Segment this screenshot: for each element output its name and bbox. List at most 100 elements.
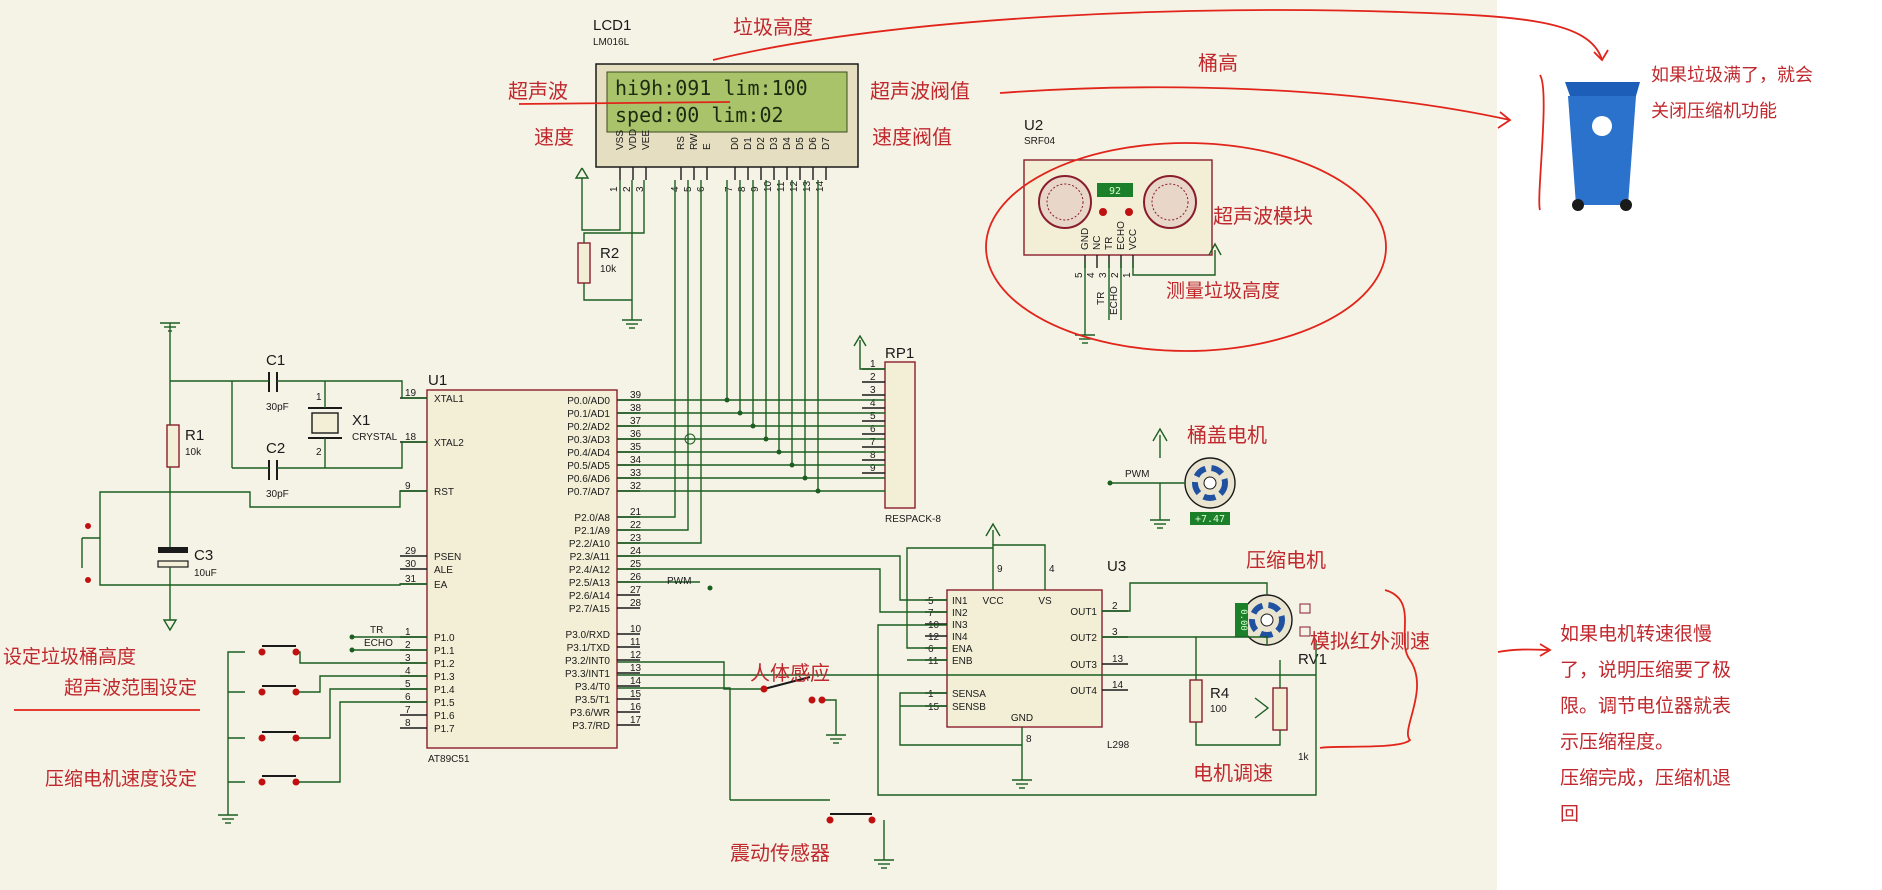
driver-pin-name: OUT4 [1070,686,1097,697]
c3-value: 10uF [194,568,217,579]
annotation-note-line: 限。调节电位器就表 [1560,695,1731,717]
sensor-pin-number: 1 [1122,272,1133,278]
mcu-pin-name: P2.6/A14 [569,591,611,602]
potentiometer-rv1: RV1 1k [1254,651,1327,763]
mcu-pin-number: 1 [405,627,411,638]
lcd-line-2: sped:00 lim:02 [615,103,784,127]
trash-bin-icon [1553,68,1643,213]
annotation-ultrasonic-module: 超声波模块 [1213,204,1313,228]
mcu-body [426,389,618,749]
mcu-pin-number: 26 [630,572,642,583]
driver-pin-number: 7 [928,608,934,619]
wiring [81,167,1317,869]
r1-ref: R1 [185,427,204,444]
driver-pin-number: 1 [928,689,934,700]
annotation-human-sensor: 人体感应 [750,661,830,685]
rp-pin-number: 5 [870,411,876,422]
annotation-strokes [14,9,1609,749]
annotation-measure-height: 测量垃圾高度 [1166,280,1280,302]
mcu-pin-number: 29 [405,546,417,557]
annotation-bin-height: 桶高 [1198,51,1238,75]
annotation-ultrasonic-range: 超声波范围设定 [64,677,197,699]
annotation-lid-motor: 桶盖电机 [1187,423,1267,447]
mcu-ref-label: U1 [428,372,447,389]
rp-pin-number: 7 [870,437,876,448]
sensor-pin-number: 2 [1110,272,1121,278]
sensor-pin-number: 3 [1098,272,1109,278]
sensor-readout: 92 [1109,186,1121,197]
mcu-pin-number: 14 [630,676,642,687]
lcd-pin-number: 7 [724,186,735,192]
driver-ref-label: U3 [1107,558,1126,575]
annotation-note-line: 示压缩程度。 [1560,731,1674,753]
mcu-pin-name: XTAL1 [434,394,464,405]
mcu-pin-number: 35 [630,442,642,453]
mcu-pin-name: P1.2 [434,659,455,670]
vibration-sensor-switch [826,813,876,824]
mcu-pin-number: 37 [630,416,642,427]
capacitor-c1: C1 30pF [266,352,289,413]
r2-ref: R2 [600,245,619,262]
driver-pin-name: ENA [952,644,973,655]
lcd-pin-number: 11 [776,181,787,192]
lid-motor-readout: +7.47 [1195,514,1225,525]
mcu-pin-name: P0.2/AD2 [567,422,610,433]
mcu-pin-name: P0.5/AD5 [567,461,610,472]
svg-text:1: 1 [316,392,322,403]
mcu-pin-name: P2.3/A11 [570,552,611,563]
driver-pin-number: 5 [928,596,934,607]
mcu-pin-name: P3.0/RXD [566,630,610,641]
r2-value: 10k [600,264,617,275]
mcu-pin-number: 23 [630,533,642,544]
mcu-pin-number: 15 [630,689,642,700]
mcu-pin-name: P2.7/A15 [569,604,611,615]
lcd-pin-name: D6 [808,137,819,150]
mcu-pin-name: P0.1/AD1 [567,409,610,420]
mcu-pin-name: PSEN [434,552,461,563]
lcd-pin-name: D1 [743,137,754,150]
capacitor-c3: C3 10uF [157,547,217,579]
mcu-pin-number: 2 [405,640,411,651]
mcu-pin-name: P0.3/AD3 [567,435,610,446]
rp-ref-label: RP1 [885,345,914,362]
mcu-pin-name: P2.0/A8 [574,513,610,524]
rp-model-label: RESPACK-8 [885,514,941,525]
rp-pin-number: 6 [870,424,876,435]
driver-pin-number: 4 [1049,564,1055,575]
mcu-pin-name: P0.0/AD0 [567,396,610,407]
lcd-pin-name: D2 [756,137,767,150]
pushbutton-speed-up [258,731,300,742]
x1-value: CRYSTAL [352,432,398,443]
driver-pin-name: IN2 [952,608,968,619]
driver-pin-number: 6 [928,644,934,655]
annotation-ir-speed: 模拟红外测速 [1310,629,1430,653]
lcd-pin-number: 3 [635,186,646,192]
sensor-pin-name: VCC [1128,229,1139,250]
mcu-pin-name: P2.4/A12 [569,565,611,576]
lcd-pin-name: VDD [628,129,639,150]
mcu-pin-name: P3.4/T0 [575,682,610,693]
driver-pin-name: VS [1038,596,1052,607]
compress-motor-readout: 0.00 [1238,609,1248,631]
lid-motor: +7.47 [1184,457,1236,525]
c1-value: 30pF [266,402,289,413]
mcu-pin-number: 4 [405,666,411,677]
mcu-pin-number: 21 [630,507,642,518]
rp-pin-number: 4 [870,398,876,409]
sensor-model-label: SRF04 [1024,136,1056,147]
mcu-pin-number: 25 [630,559,642,570]
annotation-speed: 速度 [534,125,574,149]
mcu-pin-name: P1.4 [434,685,455,696]
mcu-pin-number: 10 [630,624,642,635]
mcu-pin-number: 7 [405,705,411,716]
pushbutton-set-height [258,645,300,656]
mcu-pin-number: 38 [630,403,642,414]
mcu-pin-number: 3 [405,653,411,664]
driver-pin-name: IN1 [952,596,968,607]
lcd-pin-number: 10 [763,180,774,192]
mcu-pin-name: P0.7/AD7 [567,487,610,498]
c2-ref: C2 [266,440,285,457]
